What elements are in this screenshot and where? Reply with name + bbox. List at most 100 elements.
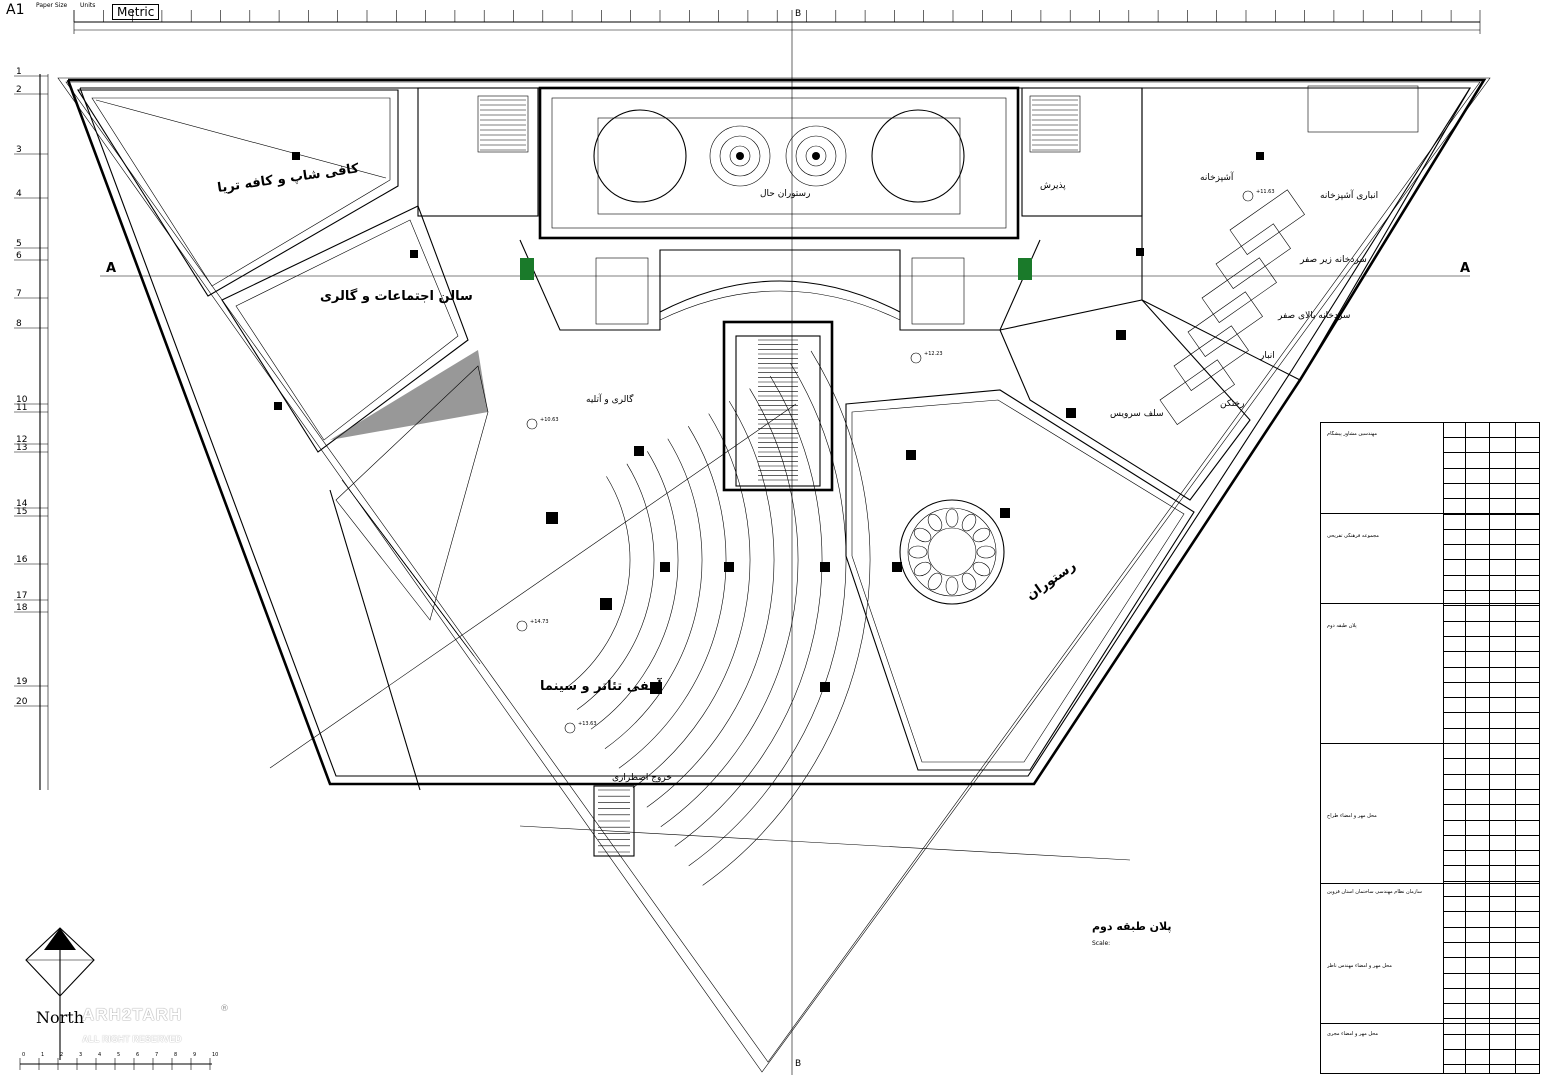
title-block-table-line xyxy=(1443,972,1539,974)
amphitheater-seat-row xyxy=(702,350,871,886)
title-block-table-line xyxy=(1443,651,1539,653)
rosette-petal xyxy=(945,576,959,596)
watermark-logo: ARH2TARH xyxy=(82,1005,183,1024)
room-label-amphitheater: آمفی تئاتر و سینما xyxy=(540,677,662,694)
paper-size-a1: A1 xyxy=(6,2,25,18)
title-block-table-line xyxy=(1443,605,1539,607)
rosette-petal xyxy=(972,561,991,577)
room-label-emergency-exit: خروج اضطراری xyxy=(612,773,672,783)
amphitheater-seat-row xyxy=(576,463,655,710)
room-label-coffee-shop: کافی شاپ و کافه تریا xyxy=(216,161,360,196)
title-block-table-line xyxy=(1443,528,1539,530)
level-marker-1: +11.63 xyxy=(1242,189,1275,202)
north-arrow-icon xyxy=(25,927,95,1060)
kitchen-sub-room xyxy=(1215,223,1291,289)
title-block-table-line xyxy=(1443,697,1539,699)
rosette-petal xyxy=(961,513,977,532)
title-block-table-line xyxy=(1443,1003,1539,1005)
room-label-restaurant: رستوران xyxy=(1024,558,1079,603)
title-block-table-line xyxy=(1443,590,1539,591)
title-block-table-line xyxy=(1443,712,1539,714)
title-block-divider xyxy=(1321,1023,1539,1024)
title-block-table-line xyxy=(1443,1049,1539,1050)
watermark-subtext: ALL RIGHT RESERVED xyxy=(82,1034,182,1044)
left-grid-label: 7 xyxy=(16,289,22,299)
sheet-scale: Scale: xyxy=(1092,940,1111,947)
guide-line-1 xyxy=(269,403,797,769)
kitchen-sub-room xyxy=(1173,325,1249,391)
title-block-table-line xyxy=(1443,482,1539,484)
room-label-restaurant-hall: رستوران حال xyxy=(760,189,810,199)
title-block-stamp1: محل مهر و امضاء طراح xyxy=(1327,813,1377,819)
title-block-table-line xyxy=(1443,896,1539,897)
title-block-table-line xyxy=(1443,666,1539,668)
stair-core-left xyxy=(417,87,539,217)
left-grid-label: 5 xyxy=(16,239,22,249)
registered-mark: ® xyxy=(220,1004,229,1014)
title-block-grid-column xyxy=(1443,423,1444,1073)
scale-label: 1 xyxy=(41,1052,44,1058)
central-stair xyxy=(722,320,834,492)
title-block-org: سازمان نظام مهندسی ساختمان استان قزوین xyxy=(1327,889,1422,895)
title-block-table-line xyxy=(1443,941,1539,943)
rosette-petal xyxy=(913,527,932,543)
title-block-table-line xyxy=(1443,957,1539,959)
svg-text:+13.63: +13.63 xyxy=(578,721,597,727)
room-label-reception: پذیرش xyxy=(1040,181,1066,191)
units-label: Units xyxy=(80,2,96,9)
title-block: مهندسین مشاور پیشگام مجموعه فرهنگی تفریح… xyxy=(1320,422,1540,1074)
scale-label: 2 xyxy=(60,1052,63,1058)
left-grid-label: 6 xyxy=(16,251,22,261)
title-block-table-line xyxy=(1443,574,1539,576)
title-block-table-line xyxy=(1443,773,1539,775)
title-block-stamp2: محل مهر و امضاء مهندس ناظر xyxy=(1327,963,1392,969)
rosette-petal xyxy=(972,527,991,543)
amphitheater-seat-row xyxy=(618,426,727,769)
left-grid-label: 3 xyxy=(16,145,22,155)
left-grid-label: 8 xyxy=(16,319,22,329)
rosette-petal xyxy=(927,513,943,532)
scale-label: 5 xyxy=(117,1052,120,1058)
title-block-divider xyxy=(1321,513,1539,514)
title-block-table-line xyxy=(1443,804,1539,806)
fountain-rosette xyxy=(899,499,1005,605)
kitchen-sub-room xyxy=(1187,291,1263,357)
top-grid-dimension-bar xyxy=(73,10,1481,34)
title-block-stamp3: محل مهر و امضاء مجری xyxy=(1327,1031,1379,1037)
scale-label: 8 xyxy=(174,1052,177,1058)
room-label-kitchen-storage: انباری آشپزخانه xyxy=(1320,189,1378,201)
title-block-grid-column xyxy=(1515,423,1516,1073)
amphitheater-seat-row xyxy=(646,400,775,808)
title-block-project: مجموعه فرهنگی تفریحی xyxy=(1327,533,1379,539)
sheet-title: پلان طبقه دوم xyxy=(1092,920,1172,933)
title-block-table-line xyxy=(1443,620,1539,622)
title-block-table-line xyxy=(1443,513,1539,515)
svg-text:+14.73: +14.73 xyxy=(530,619,549,625)
rosette-petal xyxy=(927,572,943,591)
title-block-company: مهندسین مشاور پیشگام xyxy=(1327,431,1378,437)
emergency-exit-stair xyxy=(593,785,635,857)
title-block-table-line xyxy=(1443,544,1539,546)
rosette-petal xyxy=(945,508,959,528)
amphitheater-seat-row xyxy=(688,363,847,867)
units-value: Metric xyxy=(112,4,160,20)
rosette-petal xyxy=(908,545,928,559)
ornament-rosette-right xyxy=(785,125,847,187)
left-grid-label: 10 xyxy=(16,395,28,405)
title-block-table-line xyxy=(1443,452,1539,454)
scale-label: 9 xyxy=(193,1052,196,1058)
room-label-kitchen: آشپزخانه xyxy=(1200,171,1234,183)
svg-text:+10.63: +10.63 xyxy=(540,417,559,423)
left-grid-label: 19 xyxy=(16,677,28,687)
ornament-rosette-left xyxy=(709,125,771,187)
kitchen-wing xyxy=(1136,85,1471,425)
scale-label: 10 xyxy=(212,1052,218,1058)
amphitheater-seat-row xyxy=(604,438,703,749)
amphitheater-seat-row xyxy=(674,375,823,847)
svg-text:+12.23: +12.23 xyxy=(924,351,943,357)
left-grid-label: 11 xyxy=(16,403,27,413)
title-block-table-line xyxy=(1443,834,1539,836)
guide-line-2 xyxy=(519,825,1131,861)
title-block-table-line xyxy=(1443,467,1539,469)
